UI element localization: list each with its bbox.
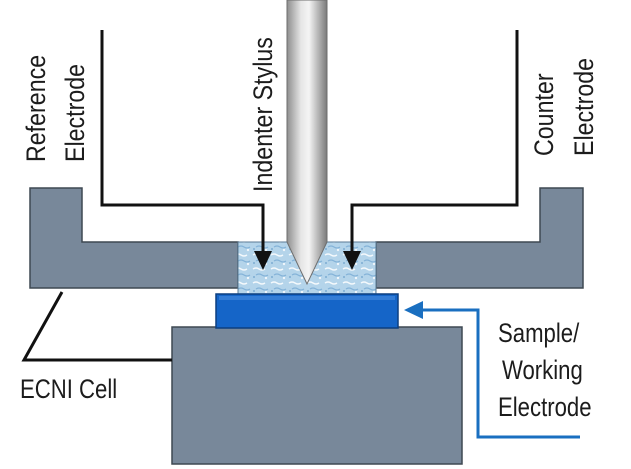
ecni-cell-label: ECNI Cell — [20, 374, 118, 404]
sample-blue-lead — [420, 308, 580, 439]
sample-label-line1: Sample/ — [498, 318, 580, 348]
counter-label-line1: Counter — [529, 73, 559, 156]
counter-arrow-head — [343, 251, 361, 270]
counter-label-line2: Electrode — [569, 57, 599, 157]
sample-arrow-head — [404, 301, 423, 319]
sample-label-line2: Working — [502, 355, 583, 385]
cell-reservoir — [29, 187, 239, 289]
indenter-stylus — [286, 0, 328, 286]
cell-reservoir-right — [375, 187, 584, 289]
ecni-cell-leader — [21, 291, 172, 362]
sample-highlight — [219, 296, 395, 300]
reference-electrode-wire — [100, 30, 265, 254]
reference-label-line1: Reference — [21, 54, 51, 163]
reference-arrow-head — [254, 251, 272, 270]
support-block — [171, 326, 463, 465]
indenter-stylus-label: Indenter Stylus — [248, 37, 278, 193]
sample-label-line3: Electrode — [498, 392, 592, 422]
counter-electrode-wire — [350, 30, 519, 254]
reference-label-line2: Electrode — [60, 63, 90, 163]
